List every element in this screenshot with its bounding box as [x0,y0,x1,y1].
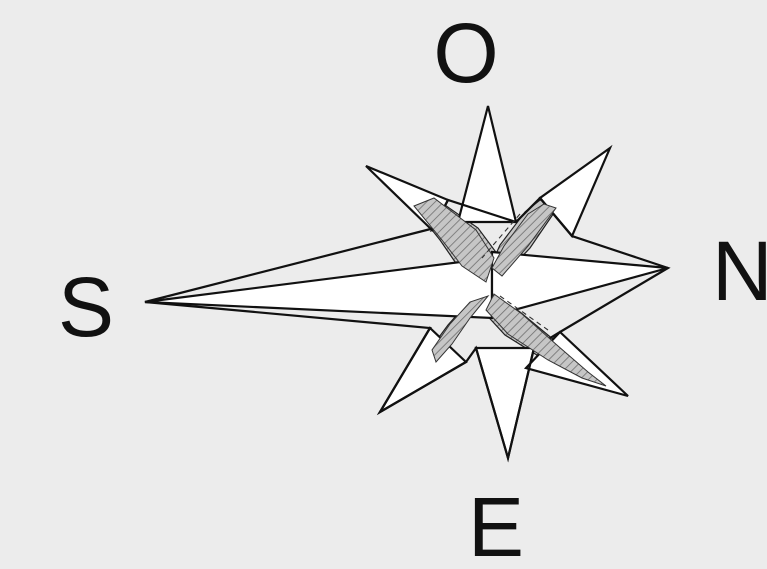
label-top: O [433,6,498,100]
ray-south [476,348,534,458]
ray-northeast [540,148,610,236]
ray-north [458,106,516,222]
label-bottom: E [468,480,524,569]
label-north: N [712,224,767,318]
label-south: S [58,260,114,354]
star-core [145,198,668,458]
